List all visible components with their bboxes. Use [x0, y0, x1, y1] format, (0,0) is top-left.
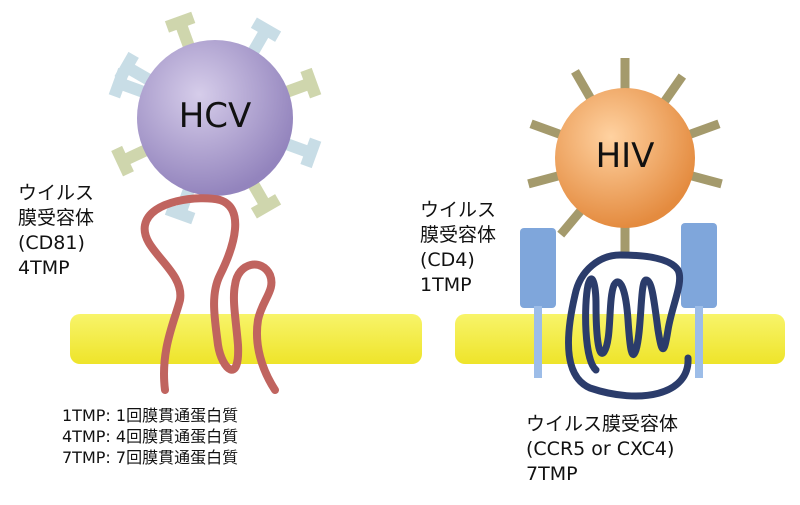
hcv-receptor-line: ウイルス	[18, 182, 95, 204]
hiv-receptor-line: 膜受容体	[420, 224, 497, 246]
hiv-coreceptor-label: ウイルス膜受容体 (CCR5 or CXC4) 7TMP	[526, 412, 678, 487]
spike-cap	[250, 194, 282, 219]
hiv-receptor-label: ウイルス 膜受容体 (CD4) 1TMP	[420, 198, 496, 298]
hiv-coreceptor-line: 7TMP	[526, 463, 578, 485]
hcv-receptor-line: 膜受容体	[18, 207, 95, 229]
spike-cap	[250, 17, 282, 42]
hiv-receptor-line: (CD4)	[420, 249, 475, 271]
spike-cap	[300, 137, 322, 169]
hcv-virion	[137, 40, 293, 196]
cd4-receptor-right	[681, 223, 717, 378]
hiv-membrane	[455, 314, 785, 364]
hcv-receptor-line: 4TMP	[18, 257, 70, 279]
spike-cap	[164, 11, 196, 33]
spike-cap	[108, 67, 130, 99]
tmp-legend: 1TMP: 1回膜貫通蛋白質 4TMP: 4回膜貫通蛋白質 7TMP: 7回膜貫…	[62, 405, 238, 468]
hiv-receptor-line: ウイルス	[420, 199, 497, 221]
hiv-coreceptor-line: (CCR5 or CXC4)	[526, 438, 675, 460]
hiv-coreceptor-line: ウイルス膜受容体	[526, 413, 679, 435]
legend-line: 1TMP: 1回膜貫通蛋白質	[62, 406, 239, 425]
hiv-label: HIV	[595, 136, 655, 176]
legend-line: 7TMP: 7回膜貫通蛋白質	[62, 448, 239, 467]
cd4-receptor-left	[520, 228, 556, 378]
cd81-receptor	[140, 194, 279, 394]
spike-cap	[300, 67, 322, 99]
legend-line: 4TMP: 4回膜貫通蛋白質	[62, 427, 239, 446]
hcv-receptor-label: ウイルス 膜受容体 (CD81) 4TMP	[18, 181, 94, 281]
spike-cap	[111, 145, 134, 177]
hcv-label: HCV	[178, 96, 252, 136]
spike-cap	[164, 203, 196, 225]
coreceptor-7tmp	[564, 251, 692, 400]
hiv-receptor-line: 1TMP	[420, 274, 472, 296]
hcv-membrane	[70, 314, 422, 364]
hcv-receptor-line: (CD81)	[18, 232, 85, 254]
hiv-virion	[555, 88, 695, 228]
